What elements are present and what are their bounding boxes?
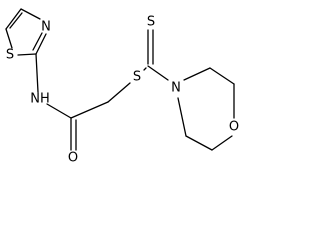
thione-sulfur-label: S xyxy=(147,15,155,30)
bond-nh-carbonyl xyxy=(46,103,72,119)
morpholine-oxygen-label: O xyxy=(229,120,239,135)
bond-c2-c3 xyxy=(209,67,235,85)
bond-c2-nh xyxy=(35,53,39,93)
dithiocarbamate-group xyxy=(143,29,169,81)
bond-ch2-s xyxy=(107,82,131,103)
bond-o-c5 xyxy=(211,135,233,151)
bond-c5-c4 xyxy=(5,8,22,30)
morpholine-ring xyxy=(177,67,235,151)
bond-n3-c2-inner xyxy=(32,32,43,51)
bond-s-thiocarbonyl xyxy=(143,67,147,71)
bond-s1-c5 xyxy=(5,28,13,49)
thiazole-nitrogen-label: N xyxy=(41,20,51,35)
bond-thiocarbonyl-n xyxy=(147,65,169,81)
bond-c6-n xyxy=(177,97,187,137)
molecule-structure: S N NH O S S N O xyxy=(5,8,239,166)
morpholine-nitrogen-label: N xyxy=(171,81,181,96)
thiazole-ring xyxy=(5,8,47,56)
thioether-sulfur-label: S xyxy=(133,70,141,85)
bond-carbonyl-ch2 xyxy=(70,101,109,119)
bond-c2-s1 xyxy=(17,53,37,56)
amide-nh-label: NH xyxy=(30,92,50,107)
bond-c5-c4-inner xyxy=(9,12,23,29)
bond-c5-c6 xyxy=(185,135,213,151)
linker-chain xyxy=(35,53,131,151)
carbonyl-oxygen-label: O xyxy=(68,151,78,166)
thiazole-sulfur-label: S xyxy=(6,48,14,63)
bond-n3-c2 xyxy=(35,33,47,55)
bond-n-c2 xyxy=(183,67,211,81)
bond-c4-n3 xyxy=(20,8,41,20)
